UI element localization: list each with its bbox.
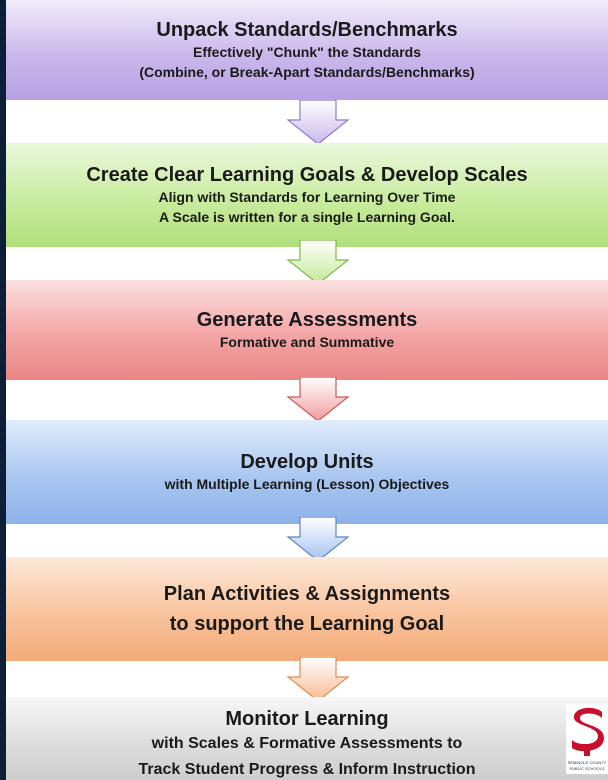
step-title: Create Clear Learning Goals & Develop Sc… (86, 164, 528, 186)
down-arrow-icon (286, 240, 350, 285)
step-line: A Scale is written for a single Learning… (159, 209, 455, 225)
step-plan-activities: Plan Activities & Assignments to support… (6, 557, 608, 661)
step-line: Effectively "Chunk" the Standards (193, 44, 421, 60)
step-title: Unpack Standards/Benchmarks (156, 19, 458, 41)
step-monitor-learning: Monitor Learning with Scales & Formative… (6, 697, 608, 780)
step-line: Formative and Summative (219, 334, 395, 350)
step-line: with Multiple Learning (Lesson) Objectiv… (164, 476, 450, 492)
step-generate-assessments: Generate Assessments Formative and Summa… (6, 280, 608, 380)
svg-text:SEMINOLE COUNTY: SEMINOLE COUNTY (568, 760, 607, 765)
down-arrow-icon (286, 100, 350, 145)
down-arrow-icon (286, 377, 350, 422)
step-line: with Scales & Formative Assessments to (151, 735, 463, 752)
step-unpack-standards: Unpack Standards/Benchmarks Effectively … (6, 0, 608, 100)
step-line: (Combine, or Break-Apart Standards/Bench… (139, 64, 475, 80)
svg-text:PUBLIC SCHOOLS: PUBLIC SCHOOLS (569, 766, 604, 771)
step-title: Monitor Learning (225, 708, 389, 730)
step-line: Track Student Progress & Inform Instruct… (138, 761, 476, 778)
step-develop-units: Develop Units with Multiple Learning (Le… (6, 420, 608, 524)
down-arrow-icon (286, 657, 350, 702)
step-line: to support the Learning Goal (169, 613, 445, 635)
step-title: Generate Assessments (196, 309, 418, 331)
school-logo: SEMINOLE COUNTY PUBLIC SCHOOLS (566, 704, 608, 774)
flow-diagram: Unpack Standards/Benchmarks Effectively … (6, 0, 608, 780)
step-title: Develop Units (240, 451, 374, 473)
step-learning-goals: Create Clear Learning Goals & Develop Sc… (6, 143, 608, 247)
down-arrow-icon (286, 517, 350, 562)
step-line: Align with Standards for Learning Over T… (158, 189, 456, 205)
step-title: Plan Activities & Assignments (163, 583, 451, 605)
